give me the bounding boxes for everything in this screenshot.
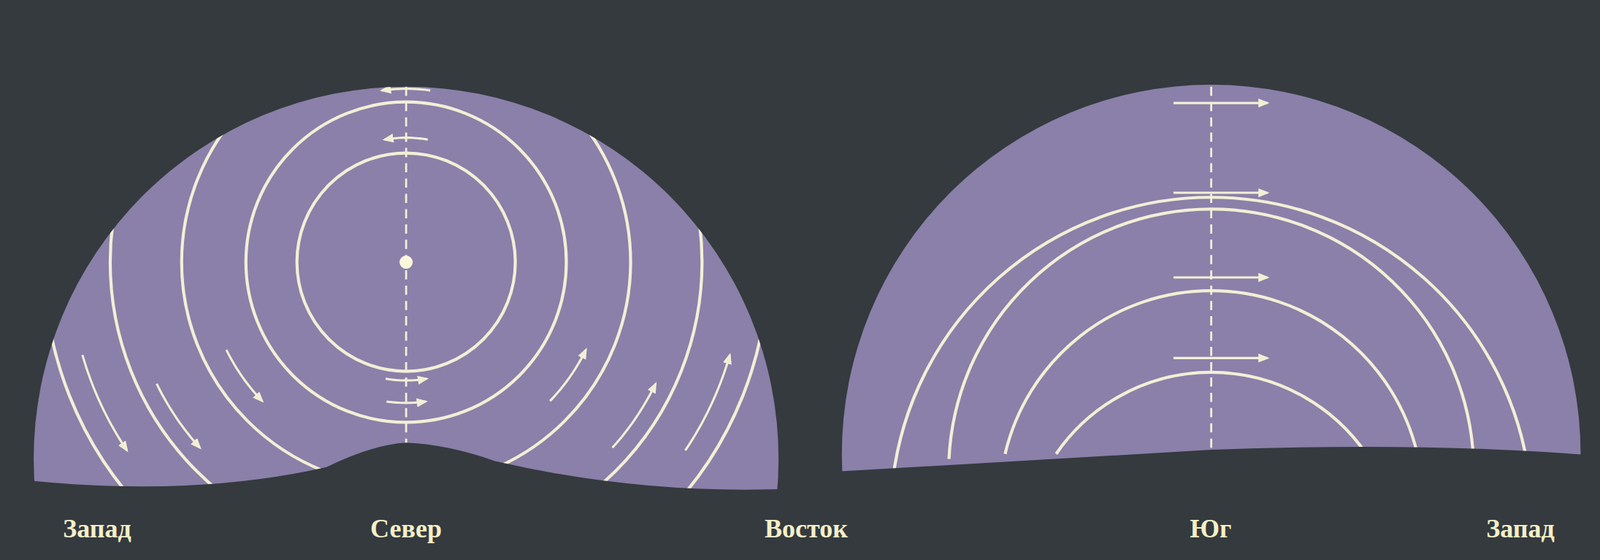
motion-arrow <box>1173 357 1268 360</box>
motion-arrow <box>226 349 263 401</box>
meridian-line <box>405 71 408 480</box>
direction-label: Запад <box>1486 514 1554 544</box>
star-trail <box>181 37 631 488</box>
ground <box>806 446 1600 560</box>
motion-arrow <box>612 384 656 449</box>
meridian-line <box>1210 71 1213 470</box>
motion-arrow <box>1173 102 1268 105</box>
ground <box>0 442 817 560</box>
direction-label: Север <box>370 514 442 544</box>
direction-label: Запад <box>62 514 131 544</box>
motion-arrow <box>82 354 128 451</box>
south-sky <box>795 0 1600 560</box>
motion-arrow <box>549 349 586 401</box>
pole-star <box>399 255 413 269</box>
motion-arrow <box>381 89 431 91</box>
motion-arrow <box>385 379 427 381</box>
motion-arrow <box>384 138 428 141</box>
motion-arrow <box>157 384 201 449</box>
motion-arrow <box>386 401 426 404</box>
north-sky <box>0 0 817 560</box>
direction-label: Восток <box>764 514 848 544</box>
motion-arrow <box>684 354 730 451</box>
motion-arrow <box>1173 192 1268 195</box>
motion-arrow <box>1173 276 1268 279</box>
direction-label: Юг <box>1190 514 1232 544</box>
